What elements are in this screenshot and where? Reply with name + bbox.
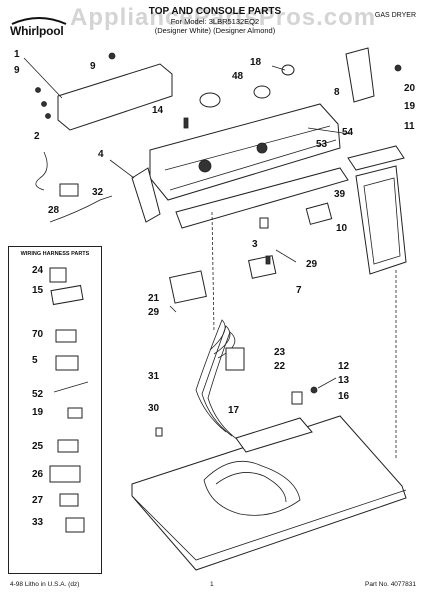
harness-item: 27: [32, 495, 44, 506]
callout-label: 4: [98, 149, 104, 160]
callout-label: 2: [34, 131, 40, 142]
harness-panel-title: WIRING HARNESS PARTS: [20, 251, 90, 257]
watermark: AppliancePartsPros.com: [70, 4, 377, 31]
callout-label: 17: [228, 405, 240, 416]
harness-item: 52: [32, 389, 44, 400]
brand-logo: [11, 17, 67, 25]
callout-label: 54: [342, 127, 354, 138]
callout-label: 11: [404, 121, 415, 132]
callout-label: 13: [338, 375, 350, 386]
callout-label: 31: [148, 371, 160, 382]
callout-label: 23: [274, 347, 286, 358]
page-number: 1: [210, 581, 214, 588]
harness-item: 25: [32, 441, 44, 452]
callout-label: 30: [148, 403, 160, 414]
callout-label: 3: [252, 239, 258, 250]
harness-item: 19: [32, 407, 44, 418]
part-number: Part No. 4077831: [365, 581, 416, 588]
callout-label: 9: [90, 61, 96, 72]
harness-item: 33: [32, 517, 44, 528]
wiring-harness-panel: WIRING HARNESS PARTS: [8, 246, 102, 574]
callout-label: 18: [250, 57, 262, 68]
callout-label: 39: [334, 189, 346, 200]
harness-item: 26: [32, 469, 44, 480]
harness-item: 15: [32, 285, 44, 296]
callout-label: 16: [338, 391, 350, 402]
callout-label: 19: [404, 101, 416, 112]
callout-label: 12: [338, 361, 350, 372]
part-53-console-back: [175, 167, 349, 229]
part-1-bracket: [57, 63, 173, 131]
harness-item: 5: [32, 355, 38, 366]
callout-label: 20: [404, 83, 416, 94]
callout-label: 29: [148, 307, 160, 318]
part-11-lid: [347, 145, 405, 171]
harness-item: 70: [32, 329, 44, 340]
callout-label: 29: [306, 259, 318, 270]
page-header: TOP AND CONSOLE PARTS For Model: 3LBR513…: [100, 6, 330, 35]
model-line: For Model: 3LBR5132EQ2: [170, 17, 260, 26]
part-4-endcap: [131, 167, 161, 223]
harness-item: 24: [32, 265, 44, 276]
callout-label: 14: [152, 105, 164, 116]
harness-parts-drawings: [49, 267, 89, 533]
callout-label: 48: [232, 71, 244, 82]
callout-label: 9: [14, 65, 20, 76]
callout-label: 53: [316, 139, 328, 150]
part-10-panel: [355, 165, 407, 275]
document-type: GAS DRYER: [374, 12, 416, 19]
callout-label: 10: [336, 223, 348, 234]
color-line: (Designer White) (Designer Almond): [154, 26, 276, 35]
part-8-bracket: [345, 47, 375, 103]
callout-label: 7: [296, 285, 302, 296]
callout-label: 21: [148, 293, 160, 304]
callout-label: 32: [92, 187, 104, 198]
callout-label: 22: [274, 361, 286, 372]
brand-name: Whirlpool: [10, 24, 64, 38]
print-note: 4-98 Litho in U.S.A. (dz): [10, 581, 80, 588]
callout-label: 28: [48, 205, 60, 216]
callout-label: 8: [334, 87, 340, 98]
page-title: TOP AND CONSOLE PARTS: [148, 6, 282, 17]
callout-label: 1: [14, 49, 20, 60]
